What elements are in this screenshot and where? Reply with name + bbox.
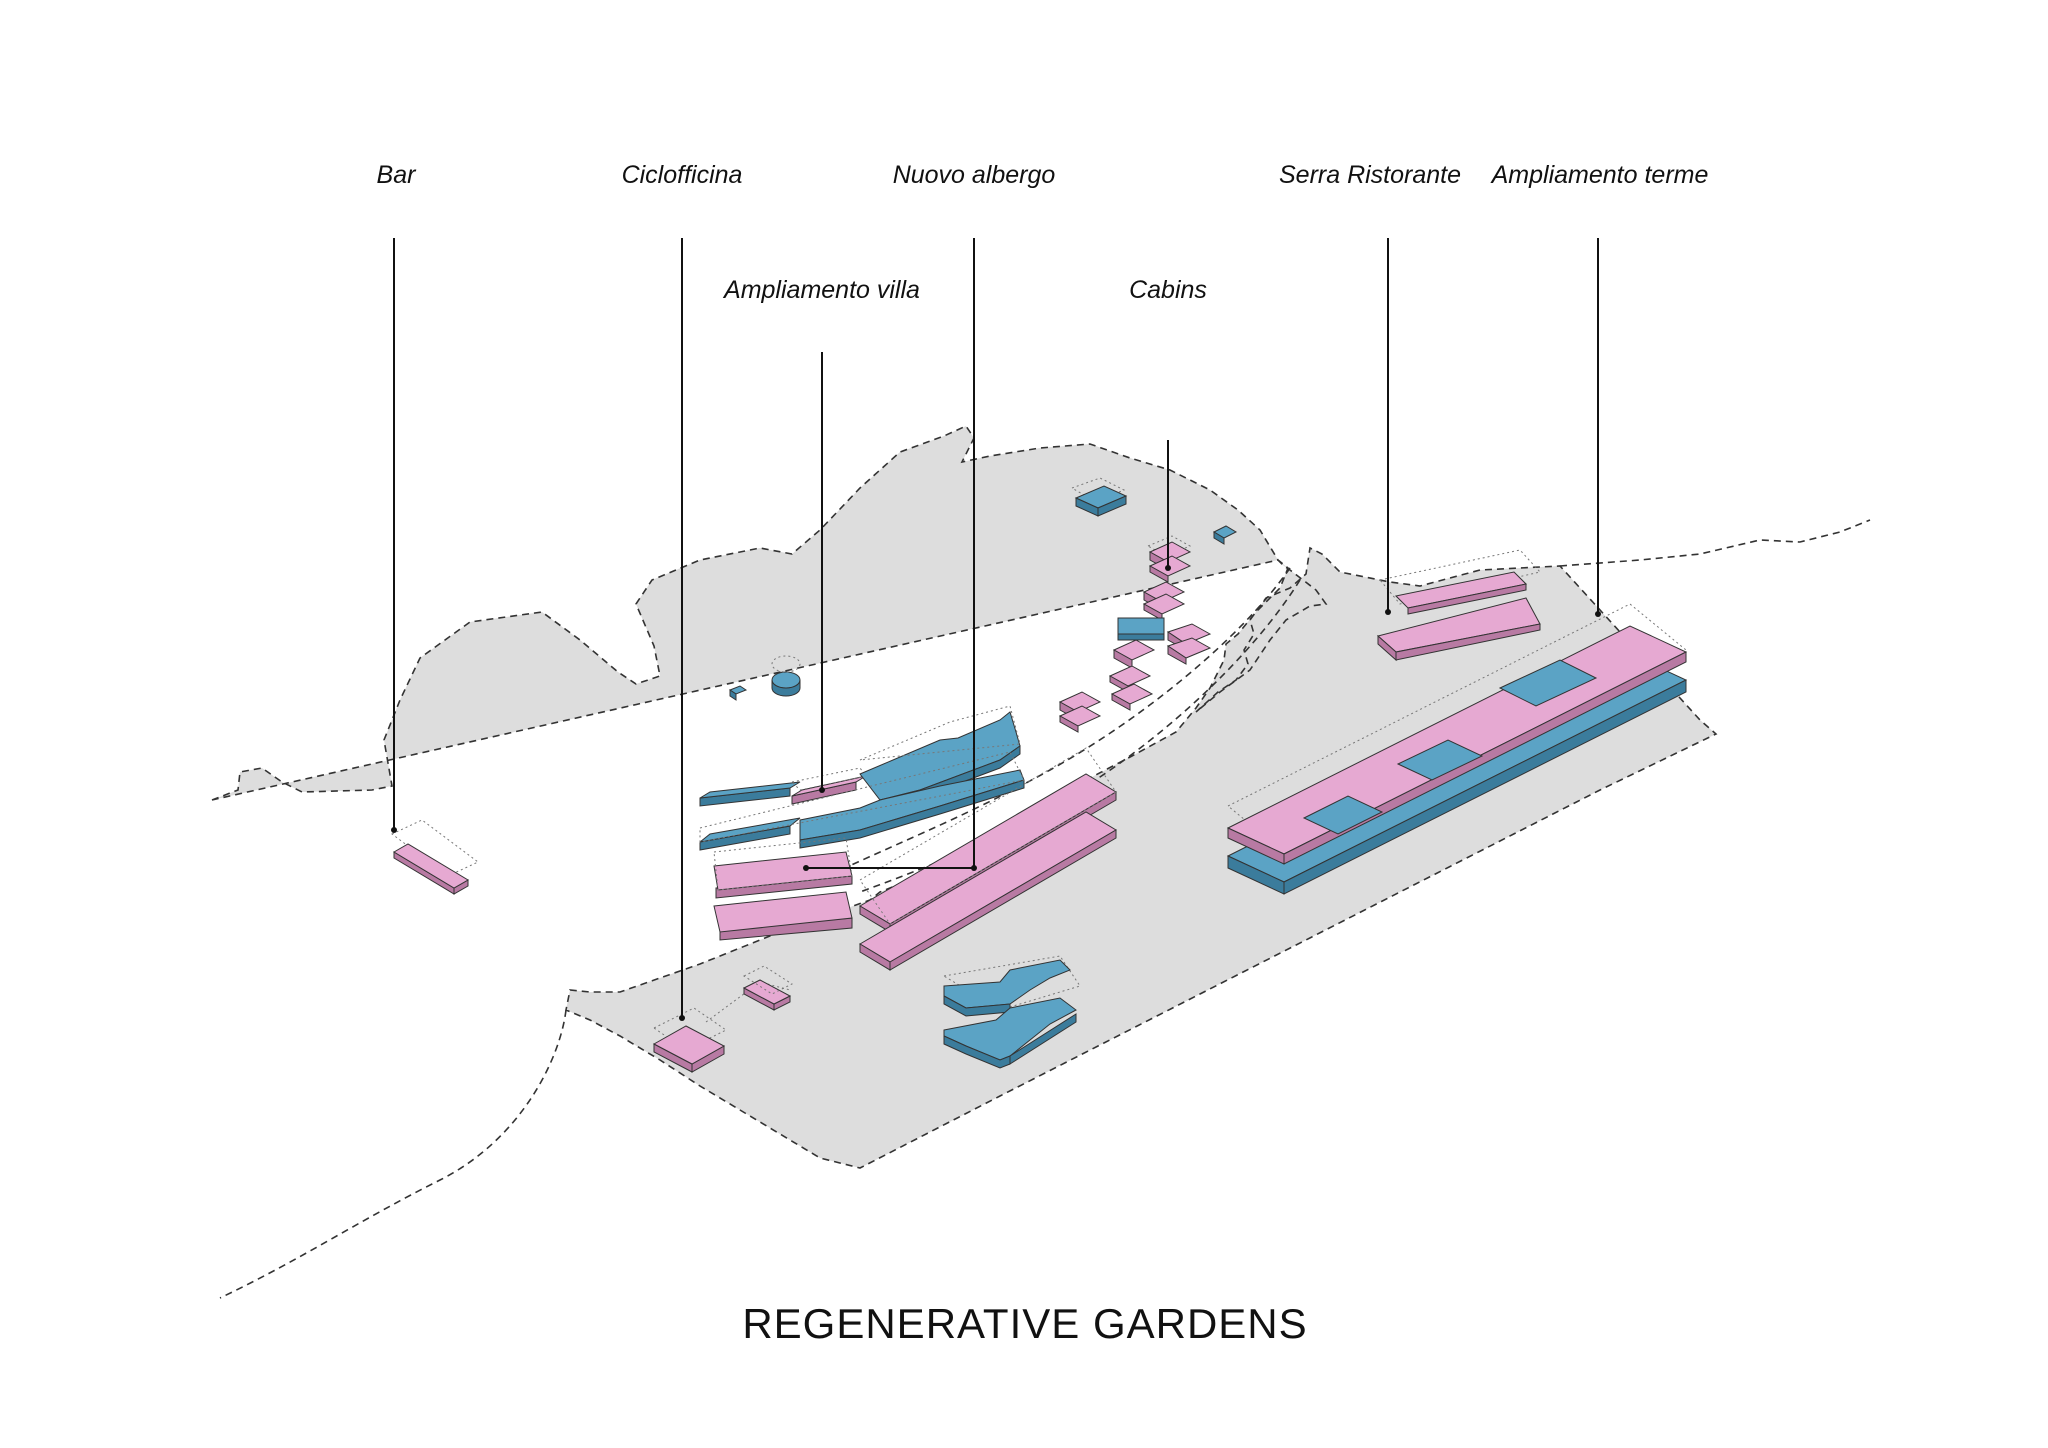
volume-cabins — [1058, 535, 1212, 733]
leader-lines — [391, 238, 1601, 1021]
label-nuovo-albergo: Nuovo albergo — [893, 161, 1056, 189]
labels: Bar Ciclofficina Nuovo albergo Ampliamen… — [377, 161, 1709, 304]
label-ampliamento-villa: Ampliamento villa — [722, 276, 920, 304]
label-ciclofficina: Ciclofficina — [622, 161, 743, 189]
volume-ciclofficina — [652, 965, 794, 1073]
label-cabins: Cabins — [1129, 276, 1207, 304]
road-northeast — [1559, 519, 1871, 567]
volume-north-existing — [1070, 477, 1238, 545]
label-ampliamento-terme: Ampliamento terme — [1490, 161, 1709, 189]
label-serra-ristorante: Serra Ristorante — [1279, 161, 1461, 189]
building-volumes — [391, 477, 1688, 1073]
volume-small-west — [728, 655, 801, 701]
volume-ampliamento-terme — [1226, 603, 1688, 895]
volume-bar — [391, 819, 479, 895]
diagram-title: REGENERATIVE GARDENS — [742, 1300, 1307, 1347]
volume-serra-ristorante — [1376, 549, 1541, 662]
volume-nuovo-albergo — [713, 747, 1117, 971]
volume-ampliamento-villa — [699, 705, 1025, 851]
road-southwest — [219, 1009, 567, 1299]
label-bar: Bar — [377, 161, 418, 189]
volume-south-existing — [942, 955, 1081, 1069]
